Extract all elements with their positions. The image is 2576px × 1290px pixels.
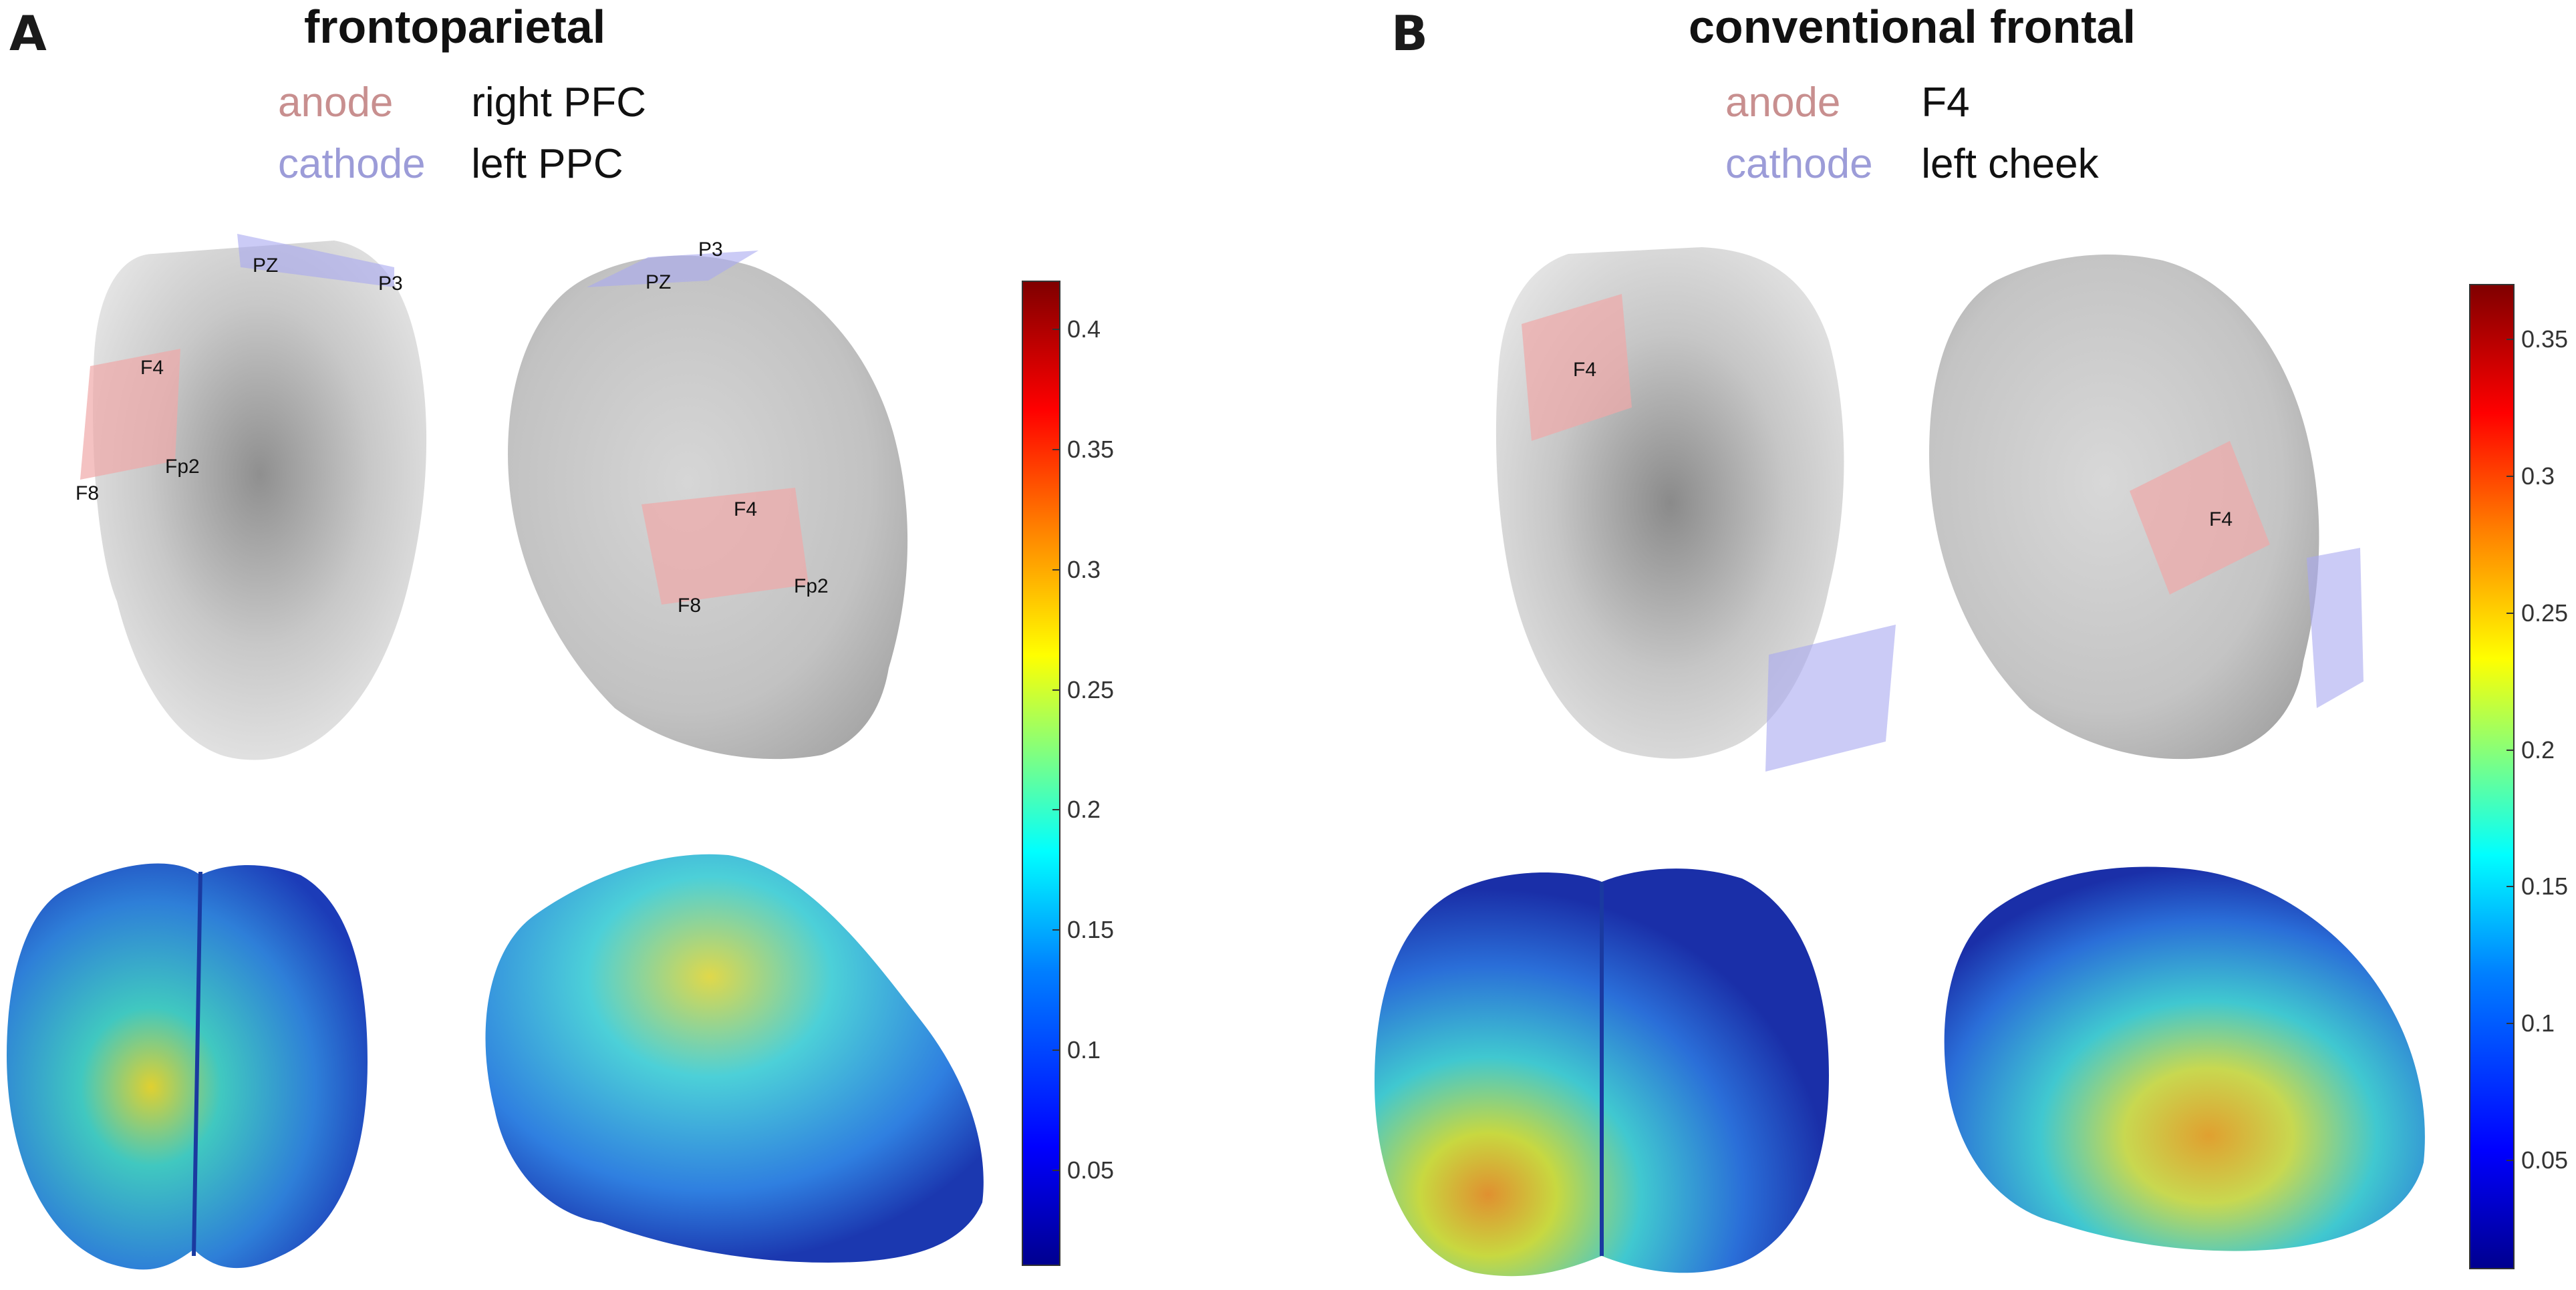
colorbar-tick-mark xyxy=(2507,749,2515,751)
colorbar-tick-mark xyxy=(2507,338,2515,340)
colorbar-tick-label: 0.2 xyxy=(1067,796,1101,824)
colorbar-a-gradient xyxy=(1022,281,1060,1266)
anode-patch-front xyxy=(80,349,180,480)
cathode-patch-front xyxy=(237,234,394,287)
colorbar-tick-mark xyxy=(1052,569,1060,571)
panel-a-title: frontoparietal xyxy=(304,1,606,53)
colorbar-tick-mark xyxy=(2507,1160,2515,1162)
legend-anode-key: anode xyxy=(1725,79,1841,126)
colorbar-tick-label: 0.25 xyxy=(2521,599,2569,627)
panel-a-figure: PZ P3 F4 Fp2 F8 P3 PZ F4 Fp2 F8 xyxy=(7,234,984,1270)
colorbar-tick-label: 0.3 xyxy=(1067,555,1101,583)
colorbar-tick-label: 0.4 xyxy=(1067,315,1101,343)
legend-anode-site: right PFC xyxy=(471,79,647,126)
colorbar-tick-label: 0.25 xyxy=(1067,675,1115,703)
colorbar-tick-label: 0.3 xyxy=(2521,462,2555,490)
colorbar-tick-mark xyxy=(2507,612,2515,614)
colorbar-b-gradient xyxy=(2469,284,2515,1269)
colorbar-tick-label: 0.15 xyxy=(1067,916,1115,944)
colorbar-tick-label: 0.35 xyxy=(1067,435,1115,463)
electrode-patch-cathode xyxy=(237,234,394,287)
legend-anode-row: anode right PFC xyxy=(278,79,646,126)
electrode-label: F4 xyxy=(1573,359,1596,381)
legend-cathode-site: left cheek xyxy=(1921,141,2099,187)
electrode-label: F4 xyxy=(140,357,164,379)
electrode-label: Fp2 xyxy=(794,575,829,597)
colorbar-tick-mark xyxy=(1052,328,1060,330)
brain-side xyxy=(1944,866,2425,1251)
brain-top xyxy=(7,863,368,1270)
brain-front xyxy=(1375,868,1829,1277)
legend-cathode-site: left PPC xyxy=(471,141,623,187)
electrode-label: PZ xyxy=(646,271,671,293)
colorbar-tick-mark xyxy=(1052,1050,1060,1052)
colorbar-tick-mark xyxy=(1052,689,1060,691)
colorbar-tick-mark xyxy=(2507,1023,2515,1025)
brain-side-shape xyxy=(1944,866,2425,1251)
head-front xyxy=(93,240,427,760)
legend-anode-site: F4 xyxy=(1921,79,1970,126)
colorbar-tick-label: 0.35 xyxy=(2521,325,2569,353)
electrode-label: F8 xyxy=(76,482,99,504)
legend-cathode-key: cathode xyxy=(278,141,426,187)
colorbar-tick-label: 0.05 xyxy=(2521,1146,2569,1174)
brain-side-shape xyxy=(485,854,984,1263)
panel-letter-b: B xyxy=(1391,5,1428,61)
brain-midline xyxy=(192,871,202,1257)
colorbar-tick-mark xyxy=(2507,475,2515,477)
electrode-label: P3 xyxy=(698,238,723,261)
brain-top-shape xyxy=(7,863,368,1270)
legend-anode-row: anode F4 xyxy=(1725,79,1970,126)
head-front-shape xyxy=(93,240,427,760)
colorbar-tick-label: 0.15 xyxy=(2521,872,2569,901)
legend-cathode-key: cathode xyxy=(1725,141,1873,187)
colorbar-tick-mark xyxy=(1052,929,1060,931)
colorbar-tick-mark xyxy=(2507,886,2515,888)
colorbar-tick-mark xyxy=(1052,809,1060,811)
anode-patch-side xyxy=(2130,441,2270,595)
panel-b: B conventional frontal anode F4 cathode … xyxy=(1288,0,2576,1290)
panel-letter-a: A xyxy=(9,5,47,61)
legend-cathode-row: cathode left cheek xyxy=(1725,140,2099,188)
colorbar-tick-label: 0.1 xyxy=(1067,1036,1101,1064)
anode-patch-front xyxy=(1522,294,1632,441)
cathode-patch-front xyxy=(1765,625,1896,772)
electrode-label: Fp2 xyxy=(165,456,200,478)
brain-side xyxy=(485,854,984,1263)
electrode-patch-anode xyxy=(80,349,180,480)
legend-cathode-row: cathode left PPC xyxy=(278,140,623,188)
cathode-patch-side xyxy=(587,251,758,287)
cathode-patch-side xyxy=(2307,548,2364,708)
electrode-label: F4 xyxy=(734,498,757,520)
colorbar-tick-label: 0.05 xyxy=(1067,1156,1115,1184)
head-side xyxy=(1929,255,2319,760)
colorbar-tick-label: 0.1 xyxy=(2521,1009,2555,1037)
head-side-shape xyxy=(1929,255,2319,760)
colorbar-tick-mark xyxy=(1052,448,1060,450)
anode-patch-side xyxy=(641,488,809,605)
panel-b-figure: F4 F4 xyxy=(1375,247,2425,1277)
colorbar-tick-mark xyxy=(1052,1170,1060,1172)
legend-anode-key: anode xyxy=(278,79,394,126)
colorbar-tick-label: 0.2 xyxy=(2521,736,2555,764)
electrode-label: F8 xyxy=(678,595,701,617)
panel-b-title: conventional frontal xyxy=(1689,1,2136,53)
electrode-label: PZ xyxy=(253,255,278,277)
panel-a: A frontoparietal anode right PFC cathode… xyxy=(7,1,1115,1270)
electrode-label: F4 xyxy=(2209,508,2233,530)
electrode-label: P3 xyxy=(378,273,403,295)
